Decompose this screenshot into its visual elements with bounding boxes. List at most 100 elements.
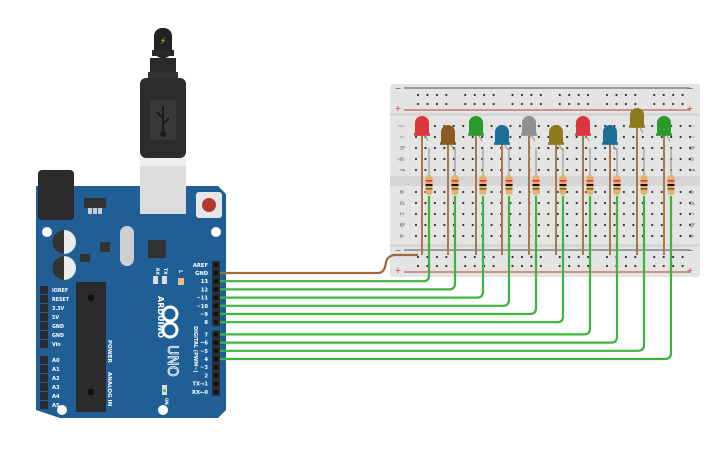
digital-pin-label: ~3 bbox=[200, 365, 208, 371]
digital-pin-label: RX←0 bbox=[192, 390, 208, 396]
analog-pin-label: A5 bbox=[52, 403, 60, 409]
on-label: ON bbox=[164, 398, 169, 405]
row-label: d bbox=[688, 201, 695, 205]
led-yellow[interactable] bbox=[549, 125, 563, 144]
power-pin[interactable] bbox=[40, 304, 48, 312]
arduino-brand: ARDUINO bbox=[156, 296, 165, 338]
analog-pin[interactable] bbox=[40, 365, 48, 373]
led-orange[interactable] bbox=[441, 125, 455, 144]
usb-port bbox=[140, 166, 186, 214]
power-pin[interactable] bbox=[40, 286, 48, 294]
rail-minus-label: − bbox=[395, 246, 402, 255]
row-label: b bbox=[398, 223, 405, 227]
arduino-board[interactable]: RX TX L ARDUINO UNO ON DIGITAL (PWM~) PO… bbox=[36, 166, 226, 418]
on-led bbox=[163, 389, 166, 392]
power-pin[interactable] bbox=[40, 313, 48, 321]
rail-plus-label: + bbox=[687, 266, 694, 275]
analog-pin-label: A2 bbox=[52, 376, 60, 382]
analog-pin[interactable] bbox=[40, 356, 48, 364]
power-pin[interactable] bbox=[40, 331, 48, 339]
digital-pin-label: 13 bbox=[201, 279, 209, 285]
power-pin[interactable] bbox=[40, 322, 48, 330]
power-pin-label: RESET bbox=[52, 297, 70, 303]
wires bbox=[220, 196, 673, 361]
arduino-model: UNO bbox=[164, 345, 180, 377]
row-label: f bbox=[688, 169, 695, 172]
led-blue[interactable] bbox=[495, 125, 509, 144]
analog-pin[interactable] bbox=[40, 392, 48, 400]
led-green[interactable] bbox=[469, 116, 483, 135]
signal-wire-pin-10[interactable] bbox=[220, 196, 511, 307]
signal-wire-pin-13[interactable] bbox=[220, 196, 431, 283]
digital-pin-label: ~11 bbox=[196, 296, 208, 302]
signal-wire-pin-8[interactable] bbox=[220, 196, 565, 324]
rail-minus-label: − bbox=[687, 84, 694, 93]
digital-pin-label: TX→1 bbox=[193, 382, 209, 388]
signal-wire-pin-4[interactable] bbox=[220, 196, 673, 361]
rail-plus-label: + bbox=[395, 104, 402, 113]
digital-pin-label: ~5 bbox=[200, 349, 208, 355]
signal-wire-pin-6[interactable] bbox=[220, 196, 619, 344]
signal-wire-pin-5[interactable] bbox=[220, 196, 646, 352]
row-label: f bbox=[398, 169, 405, 172]
row-label: h bbox=[688, 146, 695, 150]
digital-pin-label: ~6 bbox=[200, 341, 208, 347]
l-label: L bbox=[177, 270, 183, 274]
led-blue[interactable] bbox=[603, 125, 617, 144]
led-red[interactable] bbox=[576, 116, 590, 135]
row-label: e bbox=[688, 190, 695, 194]
digital-pin-label: 2 bbox=[204, 373, 208, 379]
digital-pin-label: 12 bbox=[201, 287, 209, 293]
tx-label: TX bbox=[162, 268, 168, 275]
usb-cable[interactable]: ⚡ bbox=[140, 28, 186, 166]
power-pin[interactable] bbox=[40, 340, 48, 348]
led-yellow[interactable] bbox=[630, 108, 644, 127]
analog-pin-label: A1 bbox=[52, 367, 60, 373]
signal-wire-pin-11[interactable] bbox=[220, 196, 485, 299]
row-label: j bbox=[688, 124, 695, 127]
analog-pin[interactable] bbox=[40, 374, 48, 382]
power-pin-label: GND bbox=[52, 333, 64, 339]
power-pin-label: GND bbox=[52, 324, 64, 330]
lightning-icon: ⚡ bbox=[160, 37, 166, 47]
ground-wire[interactable] bbox=[220, 253, 418, 275]
row-label: c bbox=[398, 212, 405, 215]
digital-pin-label: AREF bbox=[193, 263, 209, 269]
row-label: j bbox=[398, 124, 405, 127]
analog-pin[interactable] bbox=[40, 401, 48, 409]
led-red[interactable] bbox=[415, 116, 429, 135]
rail-plus-label: + bbox=[687, 104, 694, 113]
digital-label: DIGITAL (PWM~) bbox=[192, 326, 198, 373]
row-label: a bbox=[398, 234, 405, 238]
row-label: b bbox=[688, 223, 695, 227]
usb-chip bbox=[148, 240, 166, 258]
row-label: d bbox=[398, 201, 405, 205]
signal-wire-pin-9[interactable] bbox=[220, 196, 538, 316]
led-white[interactable] bbox=[522, 116, 536, 135]
row-label: e bbox=[398, 190, 405, 194]
rx-label: RX bbox=[154, 268, 160, 275]
analog-label: ANALOG IN bbox=[106, 372, 112, 407]
led-green[interactable] bbox=[657, 116, 671, 135]
signal-wire-pin-12[interactable] bbox=[220, 196, 457, 291]
power-pin-label: 5V bbox=[52, 315, 59, 321]
power-pin[interactable] bbox=[40, 295, 48, 303]
row-label: c bbox=[688, 212, 695, 215]
rail-minus-label: − bbox=[687, 246, 694, 255]
row-label: a bbox=[688, 234, 695, 238]
analog-pin[interactable] bbox=[40, 383, 48, 391]
components bbox=[414, 108, 675, 255]
analog-pin-label: A3 bbox=[52, 385, 60, 391]
digital-pin-label: 8 bbox=[204, 320, 208, 326]
row-label: i bbox=[398, 136, 405, 138]
signal-wire-pin-7[interactable] bbox=[220, 196, 592, 336]
row-label: g bbox=[398, 157, 405, 161]
analog-pin-label: A0 bbox=[52, 358, 60, 364]
crystal bbox=[120, 226, 134, 266]
arduino-logo-icon bbox=[161, 305, 179, 339]
